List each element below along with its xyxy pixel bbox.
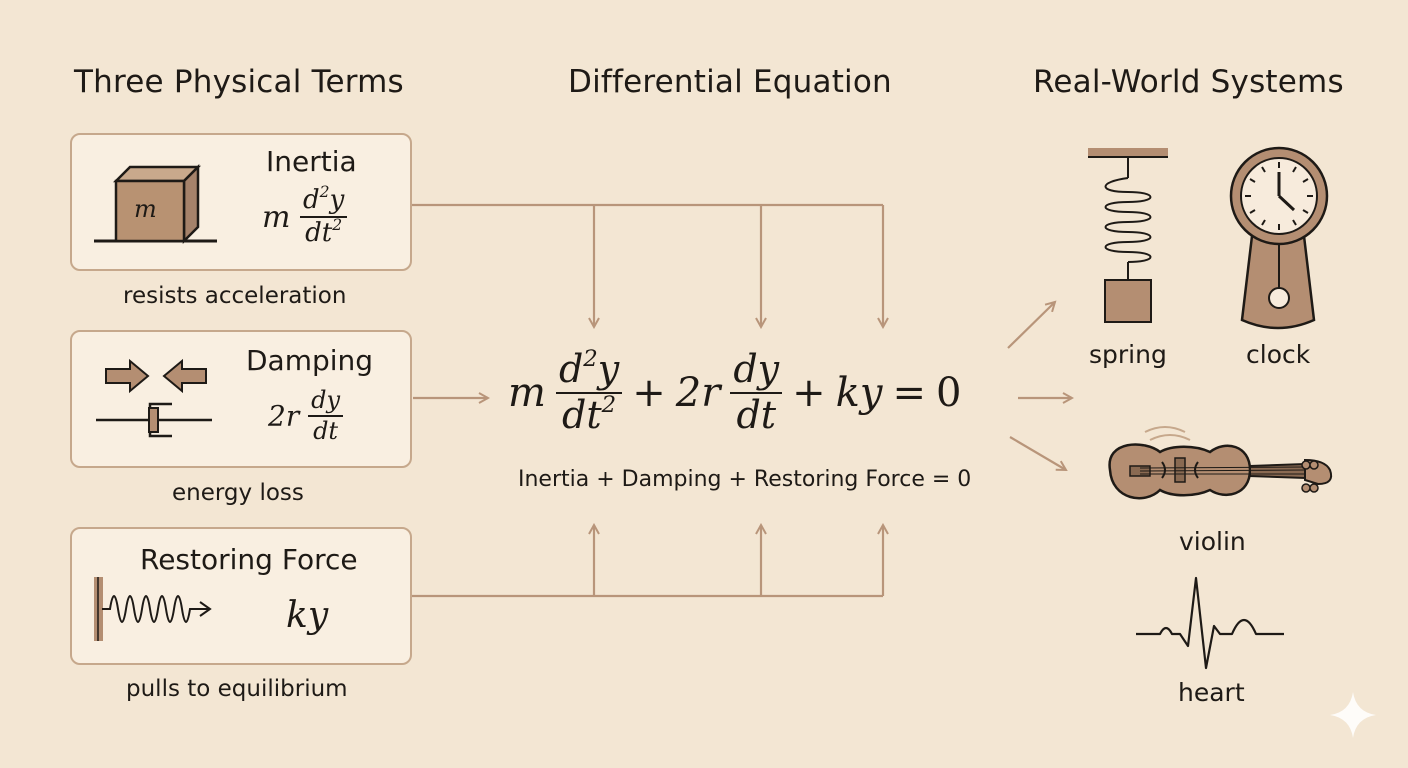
system-label-heart: heart	[1178, 678, 1245, 707]
violin-icon	[1108, 426, 1333, 500]
mass-block-icon	[94, 163, 217, 245]
damping-formula: 2r dy dt	[268, 387, 344, 444]
equation-caption: Inertia + Damping + Restoring Force = 0	[518, 467, 972, 492]
system-label-spring: spring	[1089, 340, 1167, 369]
restoring-formula: ky	[286, 595, 329, 636]
eq-second-derivative: d2y dt2	[555, 348, 623, 436]
hanging-spring-icon	[1088, 148, 1168, 323]
inertia-coef: m	[262, 199, 291, 235]
eq-2r: 2r	[675, 369, 721, 416]
inertia-name: Inertia	[266, 145, 357, 178]
differential-equation: m d2y dt2 + 2r dy dt + ky = 0	[508, 348, 962, 436]
inertia-fraction: d2y dt2	[300, 184, 348, 248]
pendulum-clock-icon	[1229, 146, 1329, 330]
left-column-title: Three Physical Terms	[74, 64, 404, 100]
inertia-caption: resists acceleration	[123, 283, 347, 309]
heartbeat-icon	[1136, 576, 1284, 670]
eq-zero: 0	[936, 369, 962, 416]
arrow-to-spring	[1007, 302, 1055, 349]
system-label-violin: violin	[1179, 527, 1246, 556]
damper-icon	[96, 358, 212, 438]
eq-ky: ky	[835, 369, 883, 416]
mass-block-label: m	[134, 195, 157, 223]
restoring-caption: pulls to equilibrium	[126, 676, 348, 702]
damping-caption: energy loss	[172, 480, 304, 506]
sparkle-icon	[1330, 692, 1376, 738]
system-label-clock: clock	[1246, 340, 1311, 369]
eq-plus-2: +	[792, 369, 826, 416]
arrow-to-violin	[1009, 436, 1066, 470]
eq-plus-1: +	[632, 369, 666, 416]
inertia-formula: m d2y dt2	[262, 184, 348, 248]
restoring-term-box: Restoring Force ky	[70, 527, 412, 665]
inertia-term-box: m Inertia m d2y dt2	[70, 133, 412, 271]
damping-term-box: Damping 2r dy dt	[70, 330, 412, 468]
damping-fraction: dy dt	[308, 387, 344, 444]
restoring-name: Restoring Force	[140, 543, 358, 576]
eq-first-derivative: dy dt	[730, 349, 783, 436]
damping-name: Damping	[246, 344, 374, 377]
middle-column-title: Differential Equation	[568, 64, 892, 100]
damping-coef: 2r	[268, 399, 300, 433]
eq-equals: =	[892, 369, 927, 416]
right-column-title: Real-World Systems	[1033, 64, 1344, 100]
spring-icon	[94, 577, 212, 641]
eq-mass: m	[508, 369, 546, 416]
